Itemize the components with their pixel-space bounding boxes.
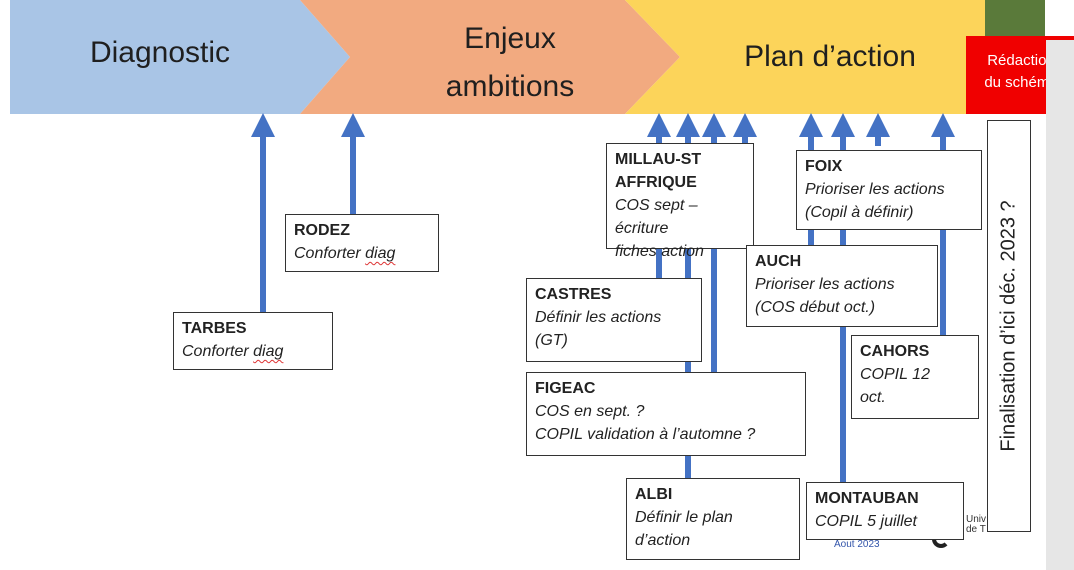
- box-tarbes: TARBES Conforter diag: [173, 312, 333, 370]
- redaction-line2: du schéma: [984, 74, 1058, 91]
- box-rodez-line1: Conforter diag: [294, 245, 396, 262]
- phase-enjeux-line1: Enjeux: [464, 22, 556, 55]
- box-rodez-title: RODEZ: [294, 222, 350, 239]
- box-millau: MILLAU-ST AFFRIQUE COS sept – écriture f…: [606, 143, 754, 260]
- box-tarbes-line1: Conforter diag: [182, 343, 284, 360]
- box-figeac-title: FIGEAC: [535, 380, 596, 397]
- box-figeac: FIGEAC COS en sept. ? COPIL validation à…: [526, 372, 806, 456]
- finalisation-box: Finalisation d’ici déc. 2023 ?: [987, 120, 1031, 532]
- box-castres-line2: (GT): [535, 332, 568, 349]
- box-montauban: MONTAUBAN COPIL 5 juillet: [806, 482, 964, 540]
- box-auch-line1: Prioriser les actions: [755, 276, 895, 293]
- box-foix-title: FOIX: [805, 158, 843, 175]
- box-albi-title: ALBI: [635, 486, 673, 503]
- box-castres-line1: Définir les actions: [535, 309, 662, 326]
- phase-banner: [10, 0, 1045, 114]
- background-photo-fragment: [985, 0, 1045, 36]
- background-fragment-det: de T: [966, 524, 986, 535]
- box-castres: CASTRES Définir les actions (GT): [526, 278, 702, 362]
- phase-diagnostic-label: Diagnostic: [89, 36, 231, 69]
- background-sidebar: [1046, 40, 1074, 570]
- box-albi: ALBI Définir le plan d’action: [626, 478, 800, 560]
- box-cahors-line2: oct.: [860, 389, 886, 406]
- box-montauban-line1: COPIL 5 juillet: [815, 513, 917, 530]
- box-cahors-title: CAHORS: [860, 343, 930, 360]
- box-foix: FOIX Prioriser les actions (Copil à défi…: [796, 150, 982, 230]
- box-auch-title: AUCH: [755, 253, 802, 270]
- box-foix-line1: Prioriser les actions: [805, 181, 945, 198]
- box-millau-line2: fiches action: [615, 243, 704, 260]
- phase-enjeux-shape: [300, 0, 680, 114]
- phase-enjeux-label: Enjeux ambitions: [390, 12, 630, 114]
- box-castres-title: CASTRES: [535, 286, 612, 303]
- phase-plan-shape: [625, 0, 995, 114]
- box-montauban-title: MONTAUBAN: [815, 490, 919, 507]
- box-tarbes-title: TARBES: [182, 320, 247, 337]
- box-rodez: RODEZ Conforter diag: [285, 214, 439, 272]
- spellcheck-underline: diag: [365, 245, 396, 262]
- box-millau-line1: COS sept – écriture: [615, 197, 698, 237]
- phase-diagnostic-shape: [10, 0, 350, 114]
- box-auch-line2: (COS début oct.): [755, 299, 876, 316]
- box-auch: AUCH Prioriser les actions (COS début oc…: [746, 245, 938, 327]
- box-figeac-line2: COPIL validation à l’automne ?: [535, 426, 756, 443]
- box-millau-title2: AFFRIQUE: [615, 174, 697, 191]
- phase-enjeux-line2: ambitions: [445, 70, 575, 103]
- background-fragment-univ: Univ: [966, 514, 987, 525]
- box-figeac-line1: COS en sept. ?: [535, 403, 645, 420]
- box-cahors-line1: COPIL 12: [860, 366, 930, 383]
- finalisation-text: Finalisation d’ici déc. 2023 ?: [997, 200, 1020, 452]
- box-cahors: CAHORS COPIL 12 oct.: [851, 335, 979, 419]
- phase-plan-label: Plan d’action: [744, 40, 916, 73]
- spellcheck-underline: diag: [253, 343, 284, 360]
- box-albi-line2: d’action: [635, 532, 691, 549]
- redaction-line1: Rédaction: [987, 52, 1055, 69]
- background-fragment-aout: Aout 2023: [834, 539, 880, 550]
- box-foix-line2: (Copil à définir): [805, 204, 914, 221]
- box-albi-line1: Définir le plan: [635, 509, 733, 526]
- box-millau-title1: MILLAU-ST: [615, 151, 702, 168]
